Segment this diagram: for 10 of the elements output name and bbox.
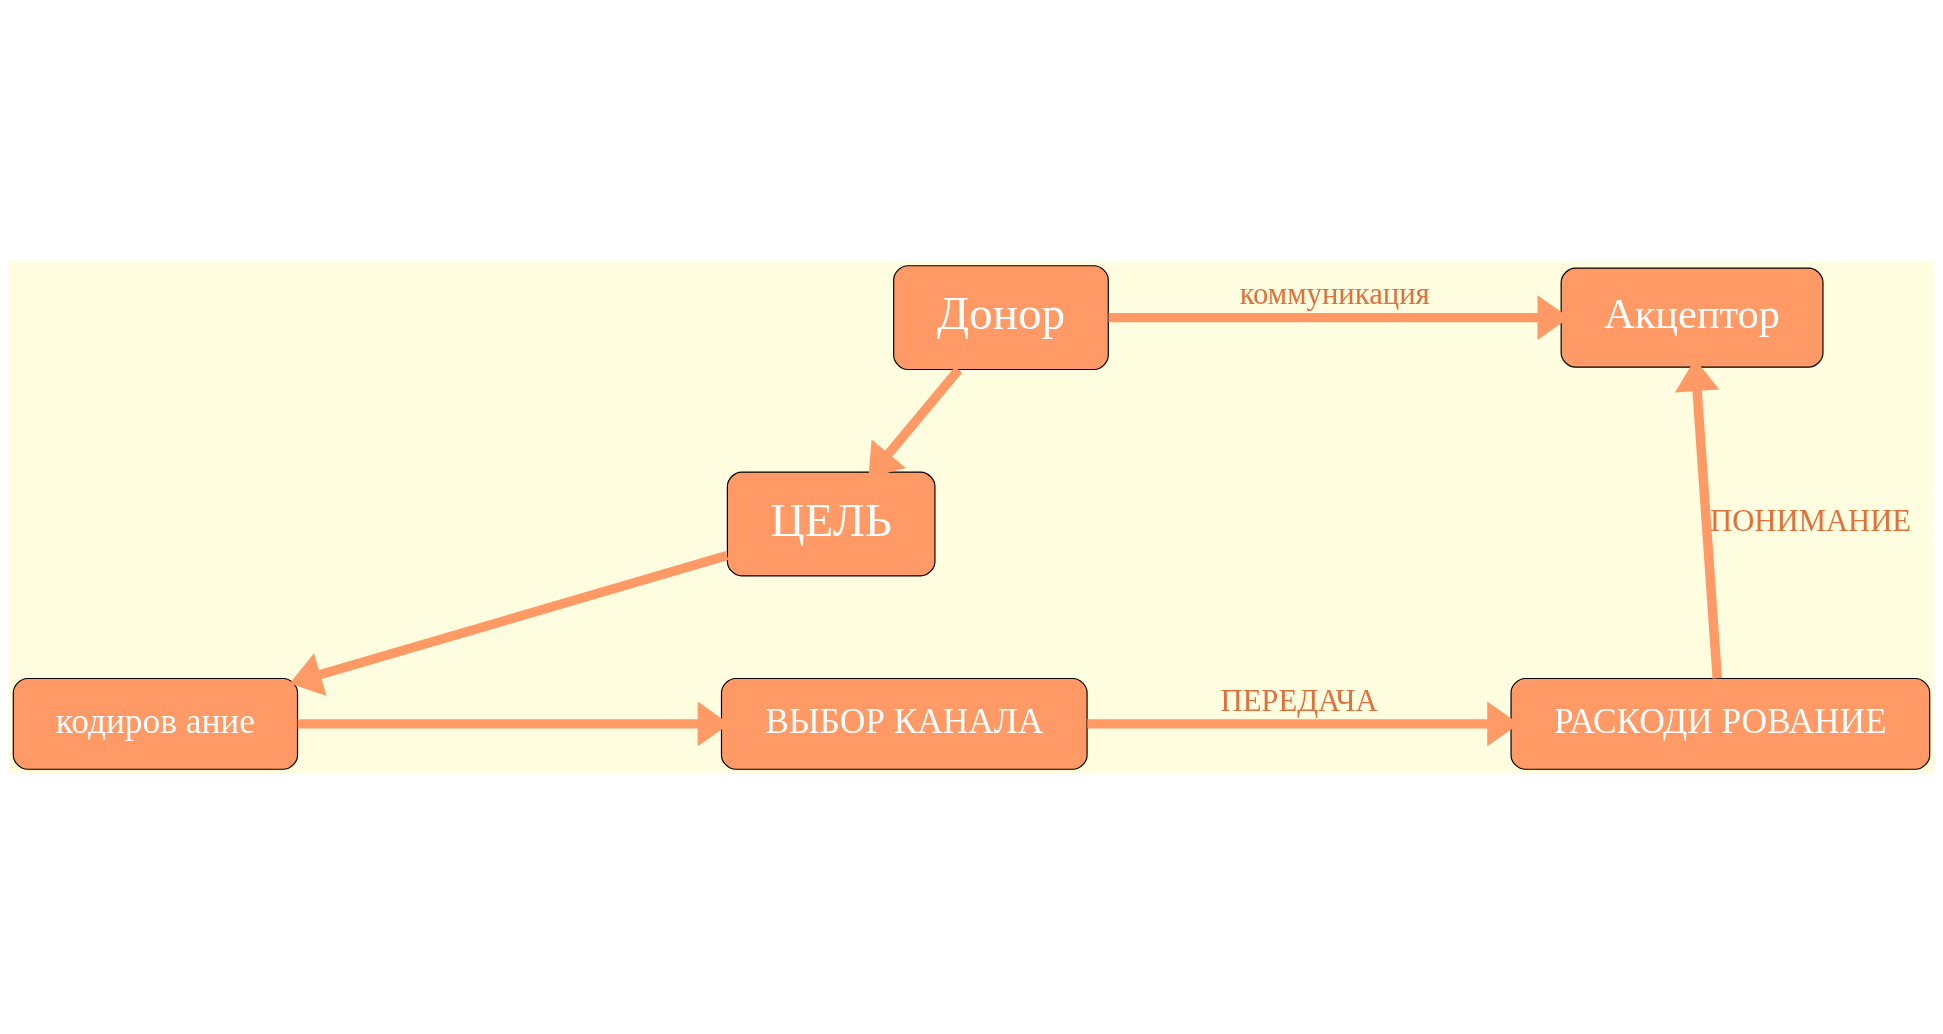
arrow	[289, 550, 729, 696]
node-box: ВЫБОР КАНАЛА	[720, 677, 1088, 770]
node-box: ЦЕЛЬ	[726, 471, 936, 576]
edge-label: коммуникация	[1239, 276, 1430, 311]
node-box: Донор	[893, 264, 1109, 370]
node-box: РАСКОДИ РОВАНИЕ	[1510, 677, 1931, 770]
edge-label: ПОНИМАНИЕ	[1710, 503, 1912, 538]
edge-label: ПЕРЕДАЧА	[1220, 683, 1378, 718]
node-box: кодиров ание	[12, 677, 299, 770]
node-box: Акцептор	[1560, 267, 1824, 368]
